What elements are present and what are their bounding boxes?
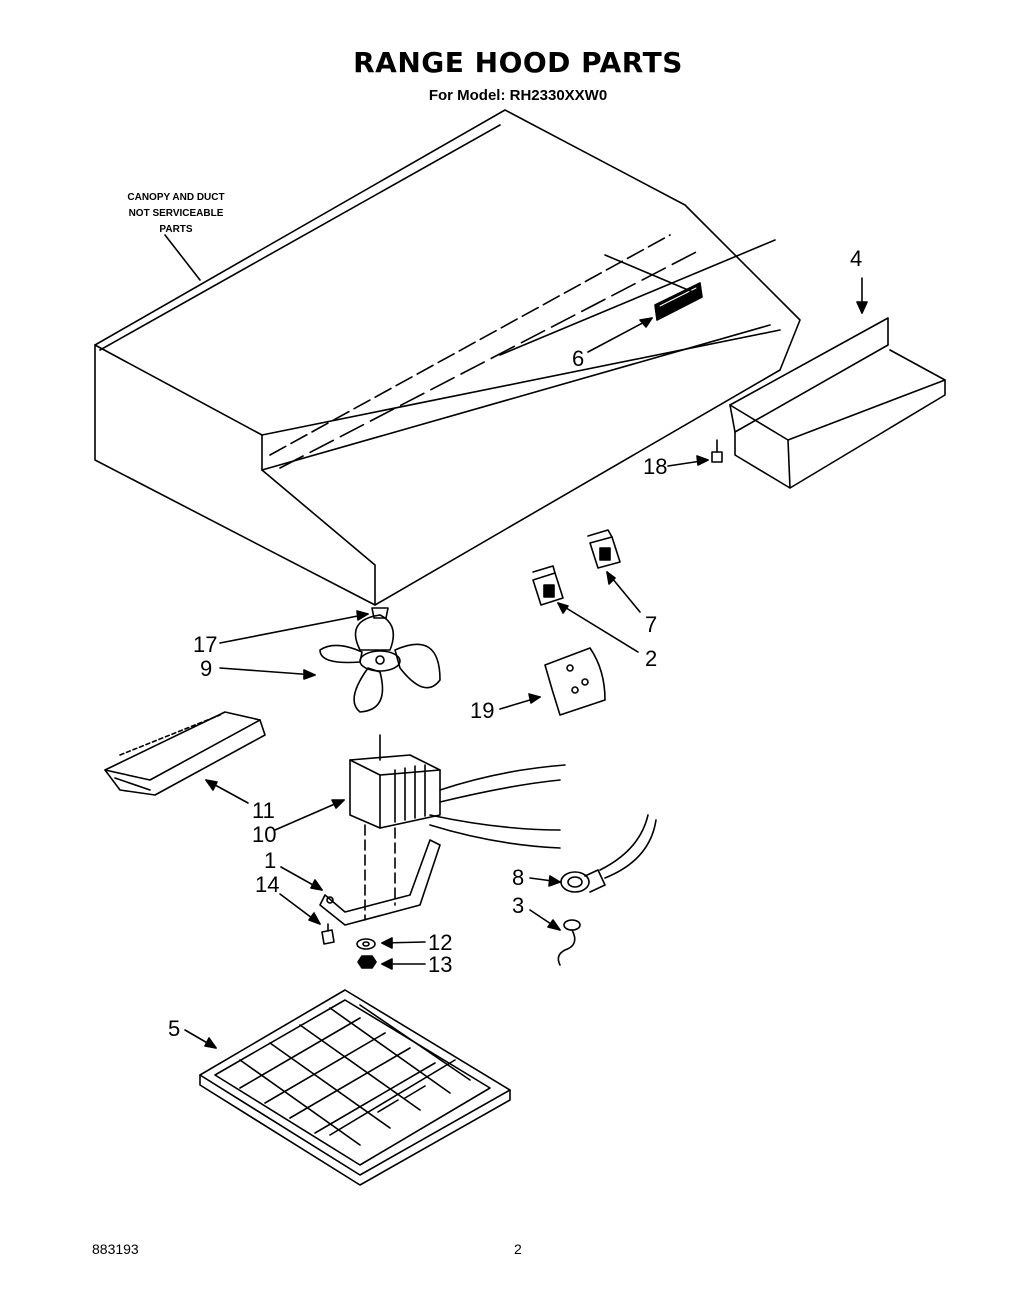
callout-12: 12 xyxy=(428,930,452,955)
note-line: CANOPY AND DUCT xyxy=(127,192,225,203)
fan-blade xyxy=(319,614,441,713)
callout-11: 11 xyxy=(252,798,275,823)
screw-18 xyxy=(711,439,723,463)
callout-19: 19 xyxy=(470,698,494,723)
callout-2: 2 xyxy=(645,646,657,671)
callout-1: 1 xyxy=(264,848,276,873)
callout-3: 3 xyxy=(512,893,524,918)
callout-17: 17 xyxy=(193,632,217,657)
note-leader-line xyxy=(164,234,201,281)
switch-bracket-19 xyxy=(544,647,606,716)
callout-4: 4 xyxy=(850,246,862,271)
callout-10: 10 xyxy=(252,822,276,847)
callout-5: 5 xyxy=(168,1016,180,1041)
nut-13 xyxy=(357,955,377,969)
nameplate-badge xyxy=(654,282,703,321)
hood-canopy xyxy=(94,109,801,606)
canopy-note: CANOPY AND DUCT NOT SERVICEABLE PARTS xyxy=(96,190,256,238)
model-subtitle: For Model: RH2330XXW0 xyxy=(428,87,608,104)
motor-10 xyxy=(349,734,566,921)
screw-14 xyxy=(321,923,335,945)
page-number: 2 xyxy=(514,1241,522,1257)
rocker-switch-7 xyxy=(587,529,621,569)
document-number: 883193 xyxy=(92,1241,139,1257)
callout-14: 14 xyxy=(255,872,279,897)
fan-clip-17 xyxy=(371,607,389,619)
callout-13: 13 xyxy=(428,952,452,977)
rocker-switch-2 xyxy=(532,565,564,606)
callout-7: 7 xyxy=(645,612,657,637)
note-line: PARTS xyxy=(159,224,193,235)
grease-filter-5 xyxy=(199,989,511,1186)
leader-lines xyxy=(184,277,868,1049)
cord-clamp-3 xyxy=(557,919,581,966)
page-title: RANGE HOOD PARTS xyxy=(353,46,683,79)
light-panel-11 xyxy=(104,711,266,796)
note-line: NOT SERVICEABLE xyxy=(128,208,224,219)
washer-12 xyxy=(356,938,376,950)
callout-8: 8 xyxy=(512,865,524,890)
callout-numbers: 6 4 18 7 2 19 17 9 11 10 1 14 12 13 8 3 … xyxy=(168,246,862,1041)
callout-6: 6 xyxy=(572,346,584,371)
motor-bracket-1 xyxy=(319,839,441,926)
callout-9: 9 xyxy=(200,656,212,681)
callout-18: 18 xyxy=(643,454,667,479)
lamp-socket-8 xyxy=(560,814,657,893)
duct-damper xyxy=(729,317,946,489)
nameplate-leader xyxy=(604,254,701,296)
